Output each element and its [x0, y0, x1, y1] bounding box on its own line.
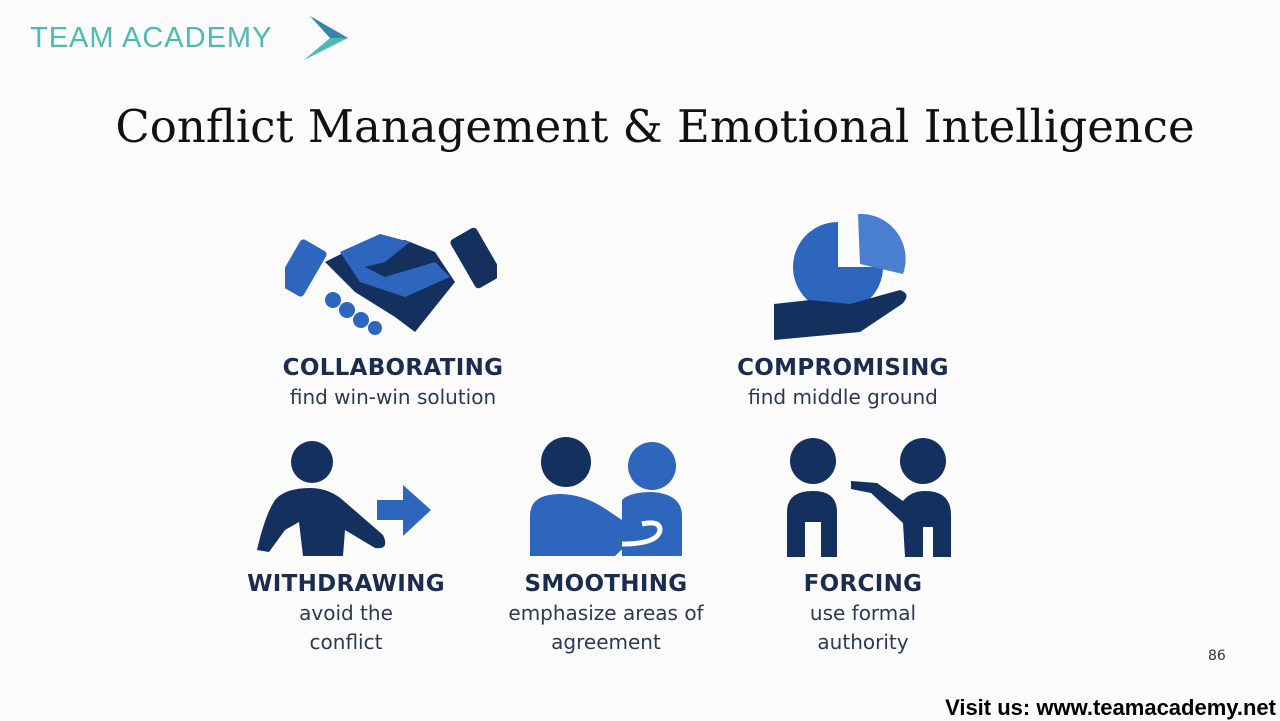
style-collaborating: COLLABORATING find win-win solution — [243, 355, 543, 412]
style-name: COMPROMISING — [737, 355, 949, 381]
style-description: avoid the conflict — [299, 601, 393, 654]
logo-arrow-icon — [304, 16, 348, 60]
style-name: COLLABORATING — [282, 355, 504, 381]
person-pointing-icon — [787, 438, 951, 557]
style-description: find middle ground — [748, 385, 938, 409]
website-link[interactable]: Visit us: www.teamacademy.net — [945, 695, 1276, 720]
page-title: Conflict Management & Emotional Intellig… — [115, 100, 1195, 153]
style-description: emphasize areas of agreement — [508, 601, 704, 654]
pie-chart-hand-icon — [774, 213, 907, 340]
person-walk-away-icon — [257, 441, 431, 556]
style-compromising: COMPROMISING find middle ground — [693, 355, 993, 412]
two-people-embrace-icon — [530, 437, 682, 556]
style-smoothing: SMOOTHING emphasize areas of agreement — [456, 571, 756, 657]
handshake-icon — [285, 227, 497, 335]
style-description: find win-win solution — [289, 385, 497, 409]
style-name: SMOOTHING — [524, 571, 688, 597]
style-description: use formal authority — [809, 601, 917, 654]
style-name: WITHDRAWING — [247, 571, 445, 597]
page-number: 86 — [1208, 648, 1226, 664]
team-academy-logo: TEAM ACADEMY — [30, 22, 273, 54]
style-withdrawing: WITHDRAWING avoid the conflict — [196, 571, 496, 657]
style-forcing: FORCING use formal authority — [713, 571, 1013, 657]
style-name: FORCING — [803, 571, 923, 597]
